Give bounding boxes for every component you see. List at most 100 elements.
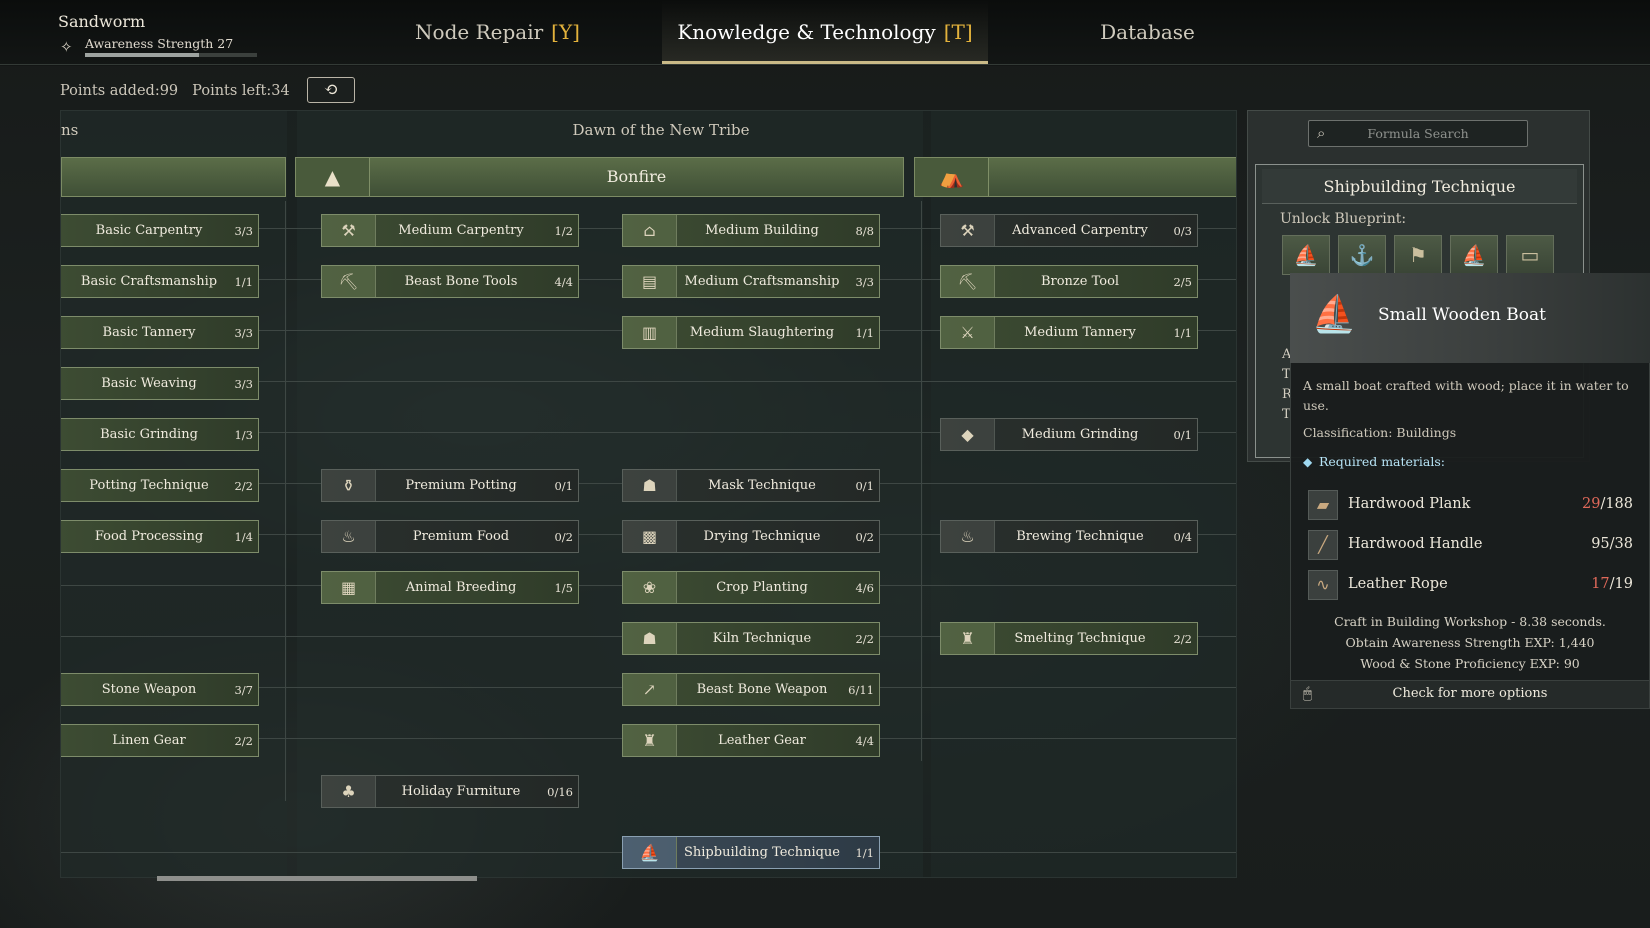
tooltip-title: Small Wooden Boat — [1378, 305, 1546, 325]
plank-icon: ▰ — [1308, 490, 1338, 520]
truncated-text: T — [1282, 407, 1291, 422]
tab-label: Database — [1100, 20, 1195, 44]
tech-name: Stone Weapon — [101, 682, 197, 697]
required-materials-label: Required materials: — [1319, 454, 1445, 469]
blueprint-raft-icon[interactable]: ▭ — [1506, 235, 1554, 275]
awareness-strength: Awareness Strength 27 — [85, 36, 234, 51]
animal-pen-icon: ▦ — [322, 572, 376, 603]
tab-database[interactable]: Database — [1080, 0, 1215, 64]
tech-name: Kiln Technique — [712, 631, 812, 646]
tech-name: Leather Gear — [718, 733, 806, 748]
search-placeholder: Formula Search — [1367, 126, 1469, 141]
tab-knowledge-technology[interactable]: Knowledge & Technology[T] — [662, 0, 988, 64]
blueprint-sail-icon[interactable]: ⛵ — [1450, 235, 1498, 275]
connector — [921, 201, 922, 761]
connector — [285, 201, 286, 801]
points-added: Points added:99 — [60, 83, 179, 99]
reset-points-button[interactable]: ⟲ — [307, 77, 355, 103]
awareness-xp-bar — [85, 53, 257, 57]
furnace-icon: ♜ — [941, 623, 995, 654]
tech-name: Drying Technique — [703, 529, 821, 544]
tech-node-kiln-technique[interactable]: ☗ Kiln Technique 2/2 — [622, 622, 880, 655]
drying-rack-icon: ▩ — [623, 521, 677, 552]
diamond-icon: ◆ — [1303, 455, 1313, 469]
tech-count: 4/4 — [855, 733, 874, 748]
tech-count: 0/16 — [547, 784, 573, 799]
tannery-rack-icon: ⚔ — [941, 317, 995, 348]
tech-name: Medium Slaughtering — [689, 325, 835, 340]
bonfire-icon: ▲ — [296, 158, 370, 196]
player-name: Sandworm — [58, 12, 146, 31]
tech-count: 3/3 — [234, 223, 253, 238]
kiln-icon: ☗ — [623, 623, 677, 654]
slaughter-table-icon: ▥ — [623, 317, 677, 348]
tech-name: Basic Weaving — [101, 376, 197, 391]
panel-title: Shipbuilding Technique — [1262, 169, 1577, 204]
formula-search-input[interactable]: ⌕Formula Search — [1308, 120, 1528, 147]
tech-count: 1/2 — [554, 223, 573, 238]
blueprint-mast-icon[interactable]: ⚑ — [1394, 235, 1442, 275]
blueprint-dock-icon[interactable]: ⚓ — [1338, 235, 1386, 275]
blueprint-boat-icon[interactable]: ⛵ — [1282, 235, 1330, 275]
tree-horizontal-scrollbar[interactable] — [157, 876, 477, 881]
tech-count: 1/3 — [234, 427, 253, 442]
tech-tree[interactable]: ns Dawn of the New Tribe ▲Bonfire ⛺ Basi… — [60, 110, 1237, 878]
tech-name: Animal Breeding — [405, 580, 517, 595]
grinding-stone-icon: ◆ — [941, 419, 995, 450]
crop-icon: ❀ — [623, 572, 677, 603]
material-name: Leather Rope — [1348, 576, 1448, 592]
tech-name: Medium Tannery — [1024, 325, 1136, 340]
material-have: 29 — [1581, 496, 1601, 512]
tech-count: 3/3 — [855, 274, 874, 289]
tooltip-header — [1290, 273, 1650, 363]
tech-count: 0/1 — [1173, 427, 1192, 442]
tech-count: 2/2 — [1173, 631, 1192, 646]
food-icon: ♨ — [322, 521, 376, 552]
tree-icon: ♣ — [322, 776, 376, 807]
awareness-icon: ✧ — [60, 38, 73, 56]
check-more-options-button[interactable]: Check for more options — [1392, 686, 1548, 701]
tech-count: 2/2 — [855, 631, 874, 646]
boat-icon: ⛵ — [623, 837, 677, 868]
tech-name: Mask Technique — [708, 478, 816, 493]
tab-node-repair[interactable]: Node Repair[Y] — [395, 0, 600, 64]
tooltip-footer[interactable] — [1291, 680, 1649, 708]
tech-name: Medium Building — [705, 223, 819, 238]
tech-count: 8/8 — [855, 223, 874, 238]
connector — [61, 381, 1236, 382]
tech-name: Food Processing — [94, 529, 204, 544]
tooltip-description: A small boat crafted with wood; place it… — [1303, 378, 1629, 413]
